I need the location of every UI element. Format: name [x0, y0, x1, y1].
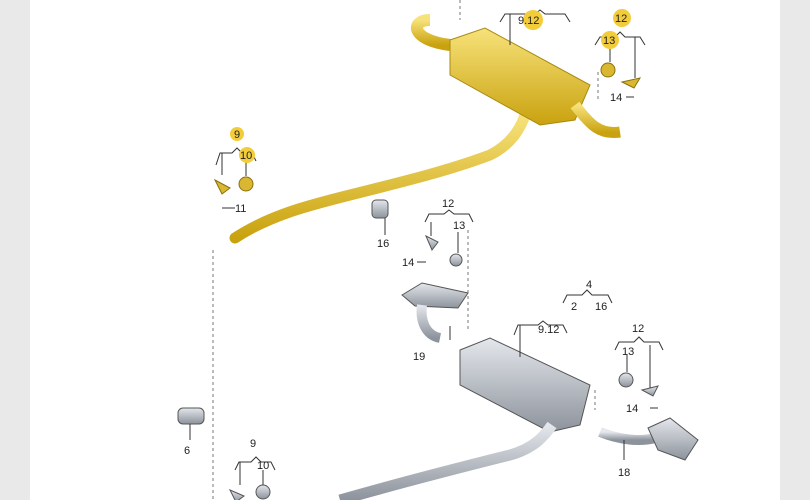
middle-parts: 12 13 14 [402, 198, 474, 269]
mid-label-14: 14 [402, 257, 414, 269]
exhaust-diagram-svg: 9.12 12 13 14 9 10 11 16 12 13 14 [177, 0, 699, 500]
label-18: 18 [618, 467, 630, 479]
label-12-bottom: 12 [632, 323, 644, 335]
label-9-bottom: 9 [250, 438, 256, 450]
label-14: 14 [610, 92, 622, 104]
bottom-front-pipe [338, 421, 557, 500]
top-clamp [371, 199, 389, 219]
top-exhaust-assembly [213, 14, 642, 244]
bottom-muffler [459, 337, 591, 433]
label-9-12: 9.12 [518, 15, 539, 27]
label-16: 16 [377, 238, 389, 250]
top-right-bracket [620, 77, 642, 89]
label-12: 12 [615, 13, 627, 25]
label-11: 11 [235, 203, 246, 215]
top-inlet-bend [410, 14, 451, 51]
top-front-pipe [229, 109, 531, 244]
bottom-exhaust-assembly [177, 282, 699, 500]
label-16-bottom: 16 [595, 301, 607, 313]
label-19: 19 [413, 351, 425, 363]
bottom-right-tailpipe [598, 427, 657, 445]
bottom-left-tailpipe [416, 304, 442, 343]
label-6: 6 [184, 445, 190, 457]
mid-label-12: 12 [442, 198, 454, 210]
top-rubber-mount [600, 62, 616, 78]
bottom-labels: 4 2 16 9.12 19 12 13 14 6 18 9 10 [184, 279, 644, 479]
top-labels: 9.12 12 13 14 9 10 11 16 [230, 9, 631, 250]
parts-diagram: 9.12 12 13 14 9 10 11 16 12 13 14 [30, 0, 780, 500]
mid-label-13: 13 [453, 220, 465, 232]
top-muffler [449, 27, 591, 126]
bottom-leaders [189, 230, 664, 500]
label-14-bottom: 14 [626, 403, 638, 415]
bottom-left-tailpipe-tip [401, 282, 469, 309]
top-tail-pipe [570, 101, 621, 139]
label-9-12-bottom: 9.12 [538, 324, 559, 336]
label-4: 4 [586, 279, 592, 291]
label-9: 9 [234, 129, 240, 141]
connector-clamp [177, 407, 205, 425]
label-10: 10 [240, 150, 252, 162]
label-13: 13 [603, 35, 615, 47]
top-hanger-rubber [238, 176, 254, 192]
bottom-right-tailpipe-tip [647, 417, 699, 461]
label-10-bottom: 10 [257, 460, 269, 472]
label-2: 2 [571, 301, 577, 313]
label-13-bottom: 13 [622, 346, 634, 358]
top-bracket [213, 178, 231, 195]
